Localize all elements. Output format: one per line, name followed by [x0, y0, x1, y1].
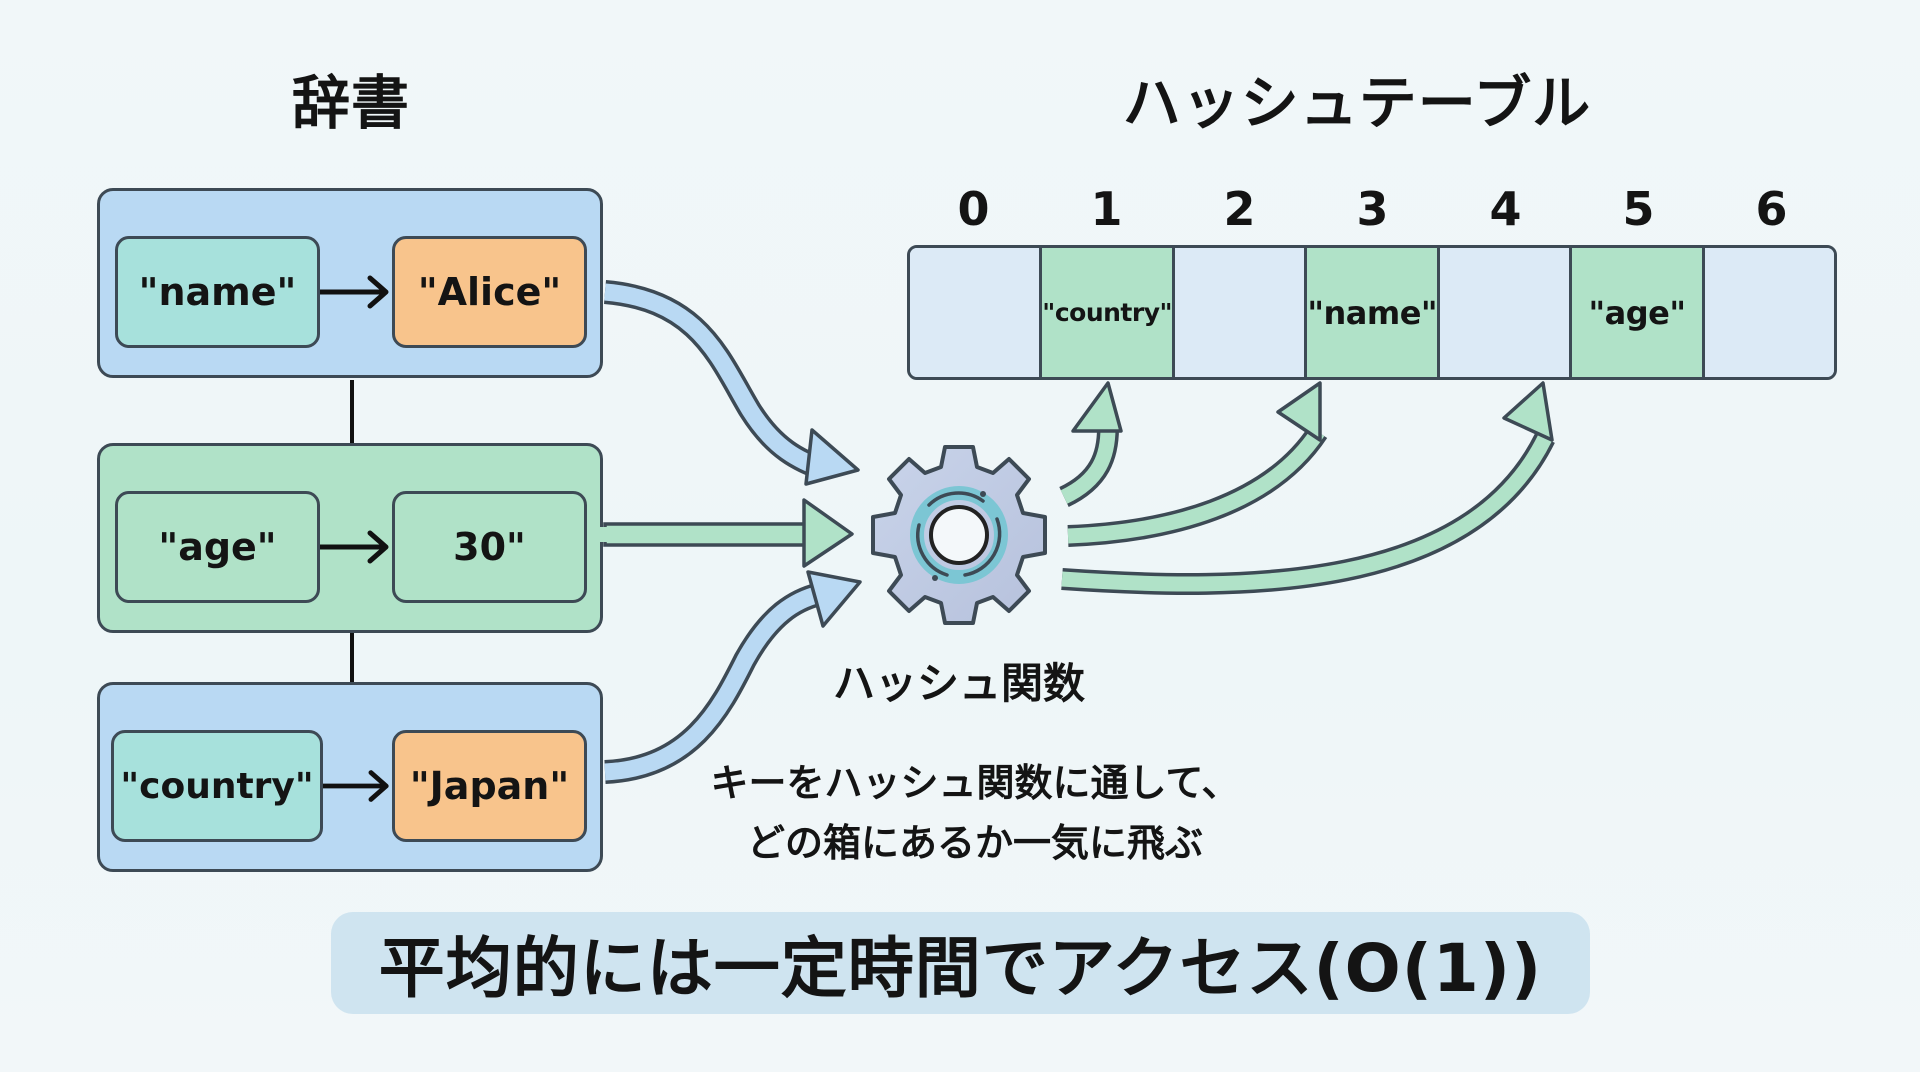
dict-value: "Alice" [392, 236, 587, 348]
output-arrow-slot-1 [1058, 381, 1123, 507]
slot-index: 1 [1090, 182, 1123, 236]
dict-value: 30" [392, 491, 587, 603]
hash-slot-empty [1704, 248, 1834, 377]
input-arrow-country [604, 570, 862, 784]
summary-banner: 平均的には一定時間でアクセス(O(1)) [331, 912, 1590, 1014]
hash-function-label: ハッシュ関数 [832, 659, 1086, 708]
dictionary-entry-country: "country" "Japan" [97, 682, 603, 872]
maps-to-arrow-icon [320, 530, 389, 564]
dict-value: "Japan" [392, 730, 587, 842]
dict-key: "country" [111, 730, 323, 842]
hash-slot-filled: "age" [1572, 248, 1705, 377]
input-arrow-age [600, 498, 854, 568]
slot-index: 5 [1622, 182, 1655, 236]
slot-index: 6 [1755, 182, 1788, 236]
hash-slot-filled: "country" [1042, 248, 1176, 377]
maps-to-arrow-icon [320, 275, 389, 309]
caption-line-2: どの箱にあるか一気に飛ぶ [746, 821, 1204, 865]
caption-line-1: キーをハッシュ関数に通して、 [710, 761, 1240, 805]
dictionary-title: 辞書 [291, 69, 411, 137]
hash-slot-empty [1175, 248, 1308, 377]
slot-index: 0 [957, 182, 990, 236]
dict-key: "name" [115, 236, 320, 348]
output-arrow-slot-3 [1067, 381, 1328, 547]
dict-key: "age" [115, 491, 320, 603]
input-arrow-name [603, 280, 860, 486]
gear-icon [871, 445, 1047, 625]
hash-table: "country" "name" "age" [907, 245, 1837, 380]
slot-index: 2 [1223, 182, 1256, 236]
group-connector [350, 380, 354, 445]
slot-index: 4 [1489, 182, 1522, 236]
hash-table-title: ハッシュテーブル [1122, 69, 1592, 137]
maps-to-arrow-icon [323, 770, 389, 802]
group-connector [350, 623, 354, 685]
dictionary-entry-age: "age" 30" [97, 443, 603, 633]
hash-slot-empty [1440, 248, 1573, 377]
slot-index: 3 [1356, 182, 1389, 236]
hash-slot-filled: "name" [1307, 248, 1441, 377]
hash-slot-empty [910, 248, 1043, 377]
output-arrow-slot-5 [1061, 381, 1555, 595]
dictionary-entry-name: "name" "Alice" [97, 188, 603, 378]
